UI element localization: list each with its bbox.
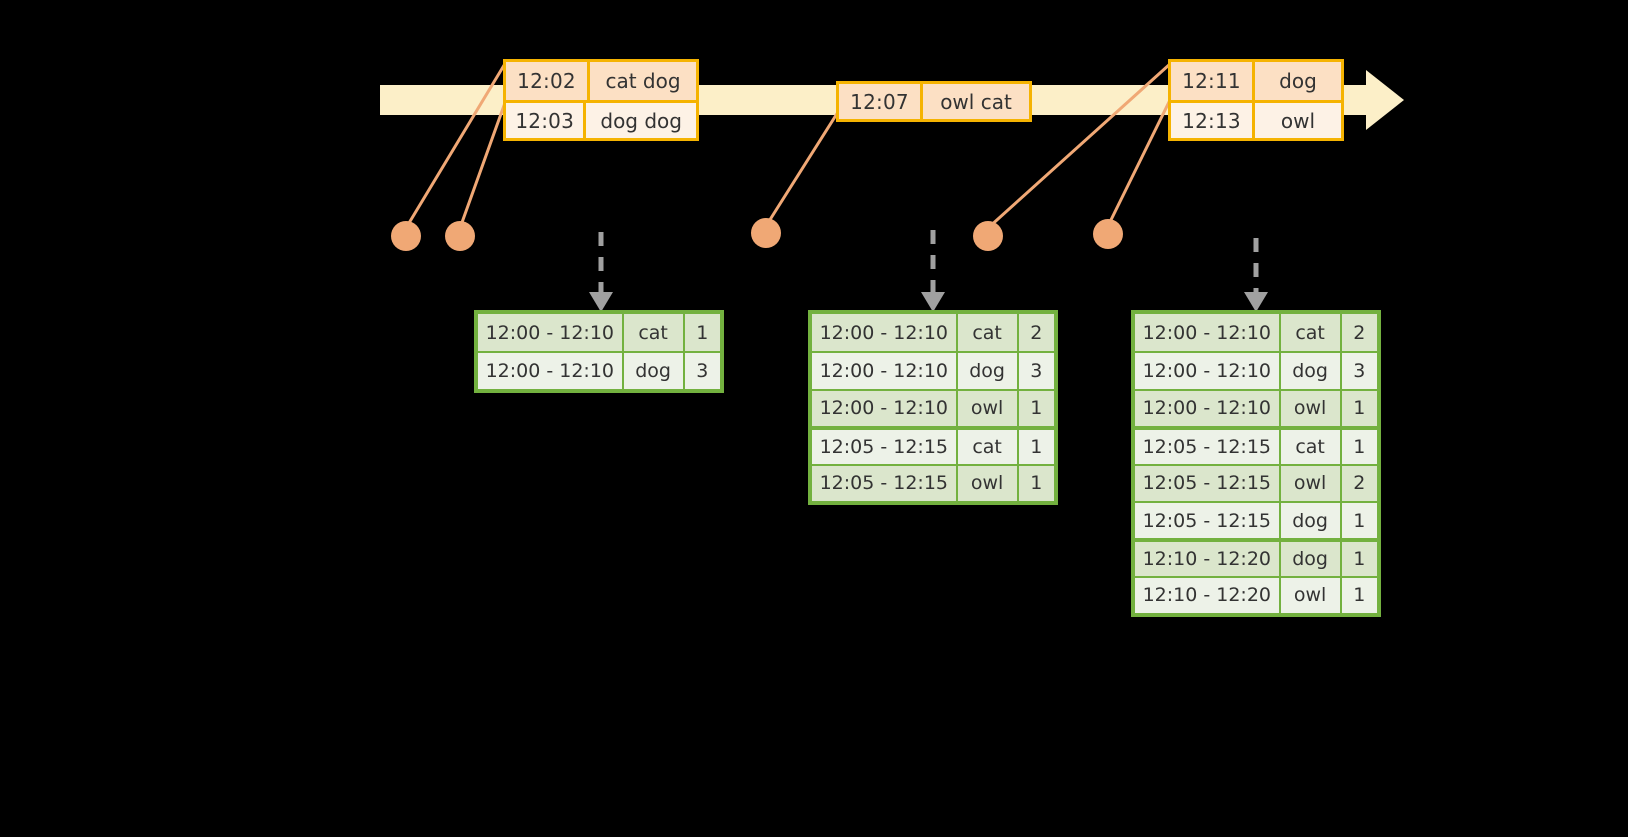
cell-count: 1 [1353,435,1366,458]
cell-window: 12:00 - 12:10 [1135,353,1281,389]
cell-window: 12:10 - 12:20 [1135,577,1281,614]
cell-key: dog [624,353,685,389]
cell-count: 1 [1353,584,1366,607]
cell-key: dog [1281,502,1342,539]
event-box-2[interactable]: 12:07 owl cat [836,81,1032,122]
event-payload: owl [1280,108,1316,133]
cell-key: owl [958,465,1019,501]
cell-count: 1 [1353,397,1366,420]
event-time: 12:03 [506,103,587,138]
cell-window: 12:10 - 12:20 [1135,542,1281,576]
cell-window: 12:05 - 12:15 [1135,502,1281,539]
event-dot-1[interactable] [391,221,421,251]
cell-count: 1 [696,321,709,344]
cell-count: 1 [1030,435,1043,458]
cell-key: dog [1281,542,1342,576]
cell-key: dog [1281,353,1342,389]
cell-key: cat [1281,314,1342,352]
cell-key: owl [1281,465,1342,501]
event-row: 12:02 cat dog [506,62,696,100]
event-dot-4[interactable] [973,221,1003,251]
event-row: 12:03 dog dog [506,100,696,138]
event-row: 12:11 dog [1171,62,1341,100]
cell-window: 12:00 - 12:10 [812,390,958,427]
event-row: 12:13 owl [1171,100,1341,138]
cell-window: 12:00 - 12:10 [478,353,624,389]
cell-key: cat [1281,430,1342,464]
event-payload: dog [1279,69,1317,93]
cell-count: 2 [1353,321,1366,344]
cell-count: 3 [696,360,709,383]
event-row: 12:07 owl cat [839,84,1029,119]
event-payload: owl cat [940,89,1012,114]
cell-key: dog [958,353,1019,389]
cell-key: cat [958,430,1019,464]
cell-count: 3 [1353,360,1366,383]
event-payload: dog dog [600,108,682,133]
connector-line-5 [1106,98,1172,228]
event-box-1[interactable]: 12:02 cat dog 12:03 dog dog [503,59,699,141]
event-time: 12:13 [1171,103,1255,138]
cell-count: 1 [1353,509,1366,532]
cell-count: 1 [1030,397,1043,420]
cell-count: 1 [1030,472,1043,495]
event-dot-2[interactable] [445,221,475,251]
connector-line-2 [458,98,508,230]
dashed-arrow-head-1 [589,292,613,312]
dashed-arrow-head-3 [1244,292,1268,312]
cell-window: 12:05 - 12:15 [1135,465,1281,501]
cell-count: 1 [1353,548,1366,571]
event-payload: cat dog [605,69,681,93]
connector-line-3 [764,110,840,228]
event-dot-3[interactable] [751,218,781,248]
connector-line-1 [404,60,508,230]
event-time: 12:11 [1171,62,1255,100]
dashed-arrow-head-2 [921,292,945,312]
cell-count: 2 [1030,321,1043,344]
event-box-3[interactable]: 12:11 dog 12:13 owl [1168,59,1344,141]
event-time: 12:02 [506,62,590,100]
cell-window: 12:00 - 12:10 [478,314,624,352]
event-time: 12:07 [839,84,923,119]
timeline-arrow-head [1366,70,1404,130]
event-dot-5[interactable] [1093,219,1123,249]
cell-count: 3 [1030,360,1043,383]
cell-window: 12:05 - 12:15 [812,430,958,464]
cell-key: owl [1281,577,1342,614]
cell-key: cat [958,314,1019,352]
cell-key: owl [1281,390,1342,427]
cell-key: owl [958,390,1019,427]
cell-window: 12:05 - 12:15 [1135,430,1281,464]
cell-key: cat [624,314,685,352]
cell-window: 12:00 - 12:10 [812,314,958,352]
cell-window: 12:00 - 12:10 [1135,390,1281,427]
cell-count: 2 [1353,472,1366,495]
cell-window: 12:00 - 12:10 [1135,314,1281,352]
cell-window: 12:05 - 12:15 [812,465,958,501]
cell-window: 12:00 - 12:10 [812,353,958,389]
